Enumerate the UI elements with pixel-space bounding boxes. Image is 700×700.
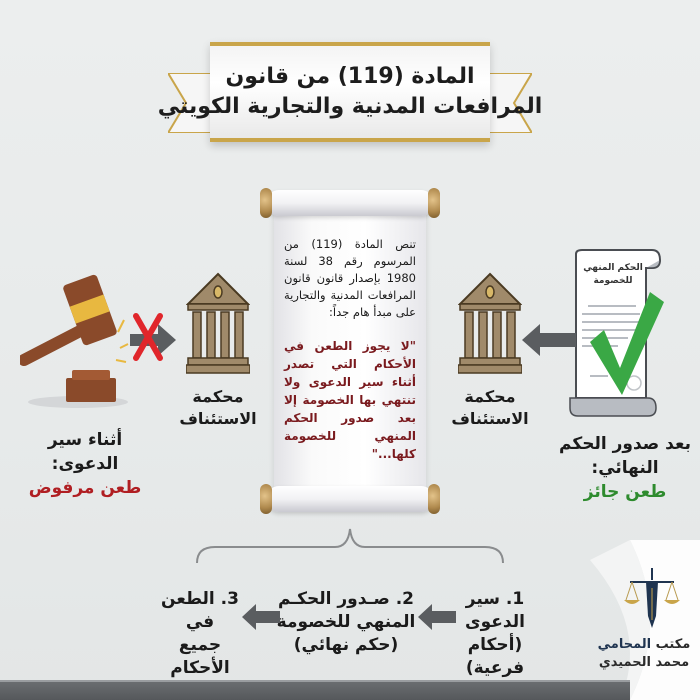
caption-during-proceedings: أثناء سير الدعوى: — [47, 430, 123, 474]
step-3-line-2: جميع الأحكام — [170, 635, 230, 678]
court-label-line-2: الاستئناف — [451, 409, 529, 428]
brace-connector — [196, 528, 504, 564]
step-3-line-1: 3. الطعن في — [161, 589, 239, 632]
document-title-line-2: للخصومة — [593, 276, 633, 286]
background-swoosh — [590, 540, 700, 700]
footer-band — [0, 680, 630, 700]
scroll-roll-top — [266, 190, 434, 216]
court-label-line-2: الاستئناف — [179, 409, 257, 428]
title-ribbon: المادة (119) من قانون المرافعات المدنية … — [158, 42, 542, 142]
left-caption: أثناء سير الدعوى: طعن مرفوض — [20, 428, 150, 500]
caption-appeal-rejected: طعن مرفوض — [28, 478, 142, 498]
scroll-knob-icon — [428, 188, 440, 218]
scroll-knob-icon — [428, 484, 440, 514]
step-3: 3. الطعن في جميع الأحكام — [150, 588, 250, 680]
scroll-knob-icon — [260, 188, 272, 218]
court-label-line-1: محكمة — [464, 387, 516, 406]
x-mark-icon — [133, 313, 163, 361]
logo-word-lawyer: المحامي — [597, 637, 652, 652]
court-label-line-1: محكمة — [192, 387, 244, 406]
step-2-line-1: 2. صـدور الحكـم — [277, 589, 415, 609]
caption-after-final-judgment: بعد صدور الحكم النهائي: — [559, 434, 691, 478]
scroll-panel: تنص المادة (119) من المرسوم رقم 38 لسنة … — [260, 188, 440, 520]
article-quote: "لا يجوز الطعن في الأحكام التي تصدر أثنا… — [284, 339, 416, 461]
article-intro: تنص المادة (119) من المرسوم رقم 38 لسنة … — [284, 237, 416, 319]
caption-appeal-allowed: طعن جائز — [583, 482, 667, 502]
step-2-line-2: المنهي للخصومة — [276, 612, 416, 632]
step-2: 2. صـدور الحكـم المنهي للخصومة (حكم نهائ… — [276, 588, 416, 657]
step-1-line-2: (أحكام فرعية) — [465, 635, 525, 678]
court-building-icon — [458, 272, 522, 374]
scroll-text: تنص المادة (119) من المرسوم رقم 38 لسنة … — [284, 236, 416, 463]
scroll-roll-bottom — [266, 486, 434, 512]
step-1: 1. سير الدعوى (أحكام فرعية) — [440, 588, 550, 680]
title-line-1: المادة (119) من قانون — [225, 64, 475, 89]
document-title: الحكم المنهي للخصومة — [583, 262, 643, 288]
arrow-left-icon — [418, 604, 456, 630]
court-building-icon — [186, 272, 250, 374]
check-icon — [590, 292, 664, 395]
logo-word-office: مكتب — [655, 637, 691, 652]
arrow-left-icon — [242, 604, 280, 630]
step-2-line-3: (حكم نهائي) — [293, 635, 399, 655]
gavel-icon — [20, 274, 129, 408]
logo-lawyer-name: محمد الحميدي — [598, 655, 690, 670]
document-title-line-1: الحكم المنهي — [583, 263, 643, 273]
scales-of-justice-logo-icon — [624, 568, 680, 628]
office-logo-text: مكتب المحامي محمد الحميدي — [594, 636, 694, 672]
right-caption: بعد صدور الحكم النهائي: طعن جائز — [555, 432, 695, 504]
right-court-label: محكمة الاستئناف — [450, 386, 530, 430]
title-line-2: المرافعات المدنية والتجارية الكويتي — [157, 94, 543, 119]
step-1-line-1: 1. سير الدعوى — [465, 589, 525, 632]
arrow-left-icon — [522, 324, 576, 356]
scroll-knob-icon — [260, 484, 272, 514]
scroll-paper — [274, 202, 426, 502]
left-court-label: محكمة الاستئناف — [178, 386, 258, 430]
